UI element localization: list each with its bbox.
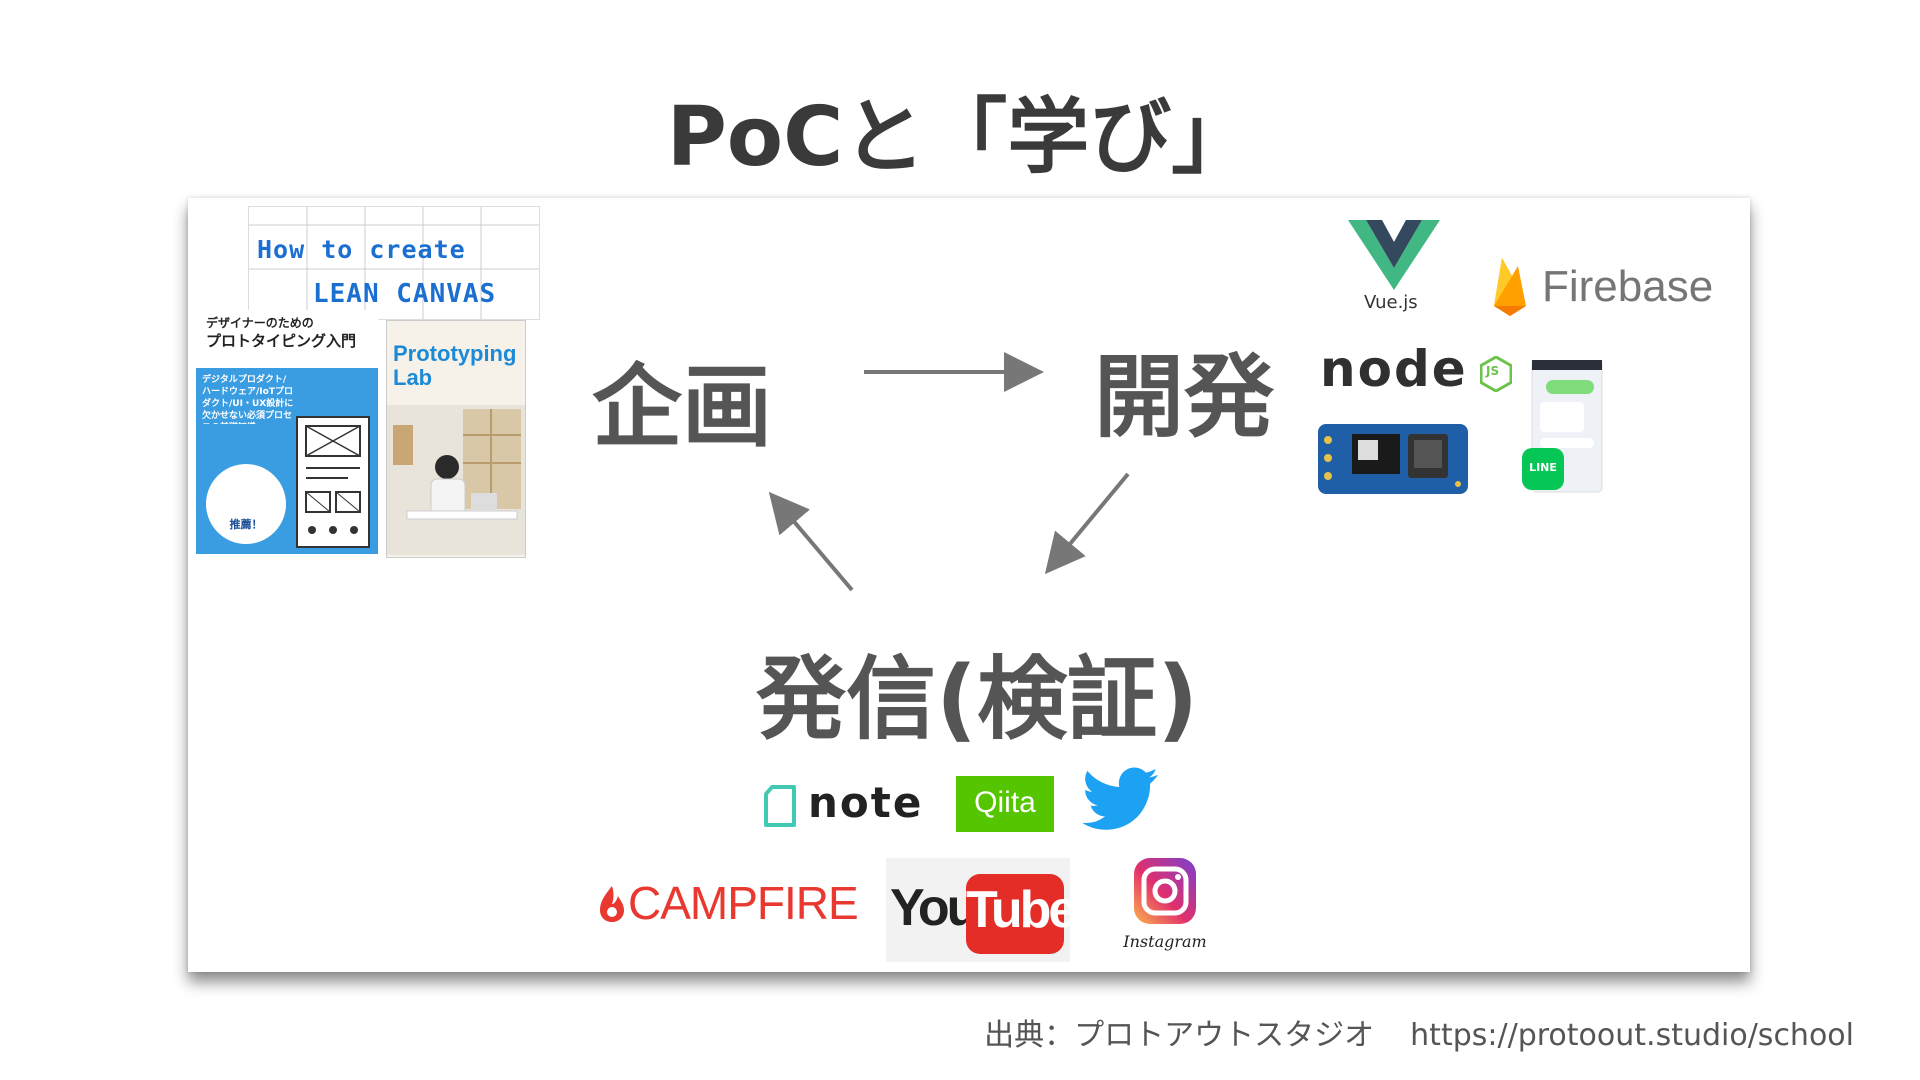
instagram-label: Instagram	[1122, 932, 1208, 951]
firebase-label: Firebase	[1542, 262, 1713, 312]
designer-book-subtitle: デジタルプロダクト/ハードウェア/IoTプロダクト/UI・UX設計に欠かせない必…	[202, 374, 294, 424]
lean-canvas-line1: How to create	[257, 235, 466, 264]
cycle-publish-label: 発信(検証)	[756, 626, 1198, 756]
node-label: node	[1320, 340, 1468, 398]
designer-prototyping-book: デザイナーのための プロトタイピング入門 デジタルプロダクト/ハードウェア/Io…	[196, 310, 378, 554]
note-icon	[762, 784, 798, 828]
prototyping-lab-book: Prototyping Lab	[386, 320, 526, 558]
instagram-camera-icon	[1132, 856, 1198, 926]
campfire-label: CAMPFIRE	[628, 876, 858, 930]
youtube-you-label: You	[890, 878, 975, 938]
youtube-tube-box: Tube	[966, 874, 1064, 954]
campfire-logo: CAMPFIRE	[598, 874, 848, 930]
footer-source: 出典：プロトアウトスタジオ	[984, 1018, 1374, 1053]
note-logo: note	[762, 780, 932, 830]
designer-book-badge: 推薦！	[206, 464, 286, 544]
designer-book-title2: プロトタイピング入門	[206, 330, 356, 351]
twitter-bird-icon	[1082, 766, 1158, 832]
note-label: note	[808, 778, 923, 827]
line-bot-phone-image: LINE	[1522, 360, 1604, 494]
content-card: How to create LEAN CANVAS デザイナーのための プロトタ…	[188, 198, 1750, 972]
youtube-logo: You Tube	[886, 858, 1070, 962]
footer-credit: 出典：プロトアウトスタジオ https://protoout.studio/sch…	[984, 1010, 1854, 1054]
twitter-logo	[1082, 766, 1158, 832]
nodejs-logo: node JS	[1320, 344, 1520, 400]
arrow-develop-to-publish	[1050, 474, 1128, 568]
line-label: LINE	[1522, 461, 1564, 474]
slide-title: PoCと「学び」	[0, 70, 1920, 189]
line-app-icon: LINE	[1522, 448, 1564, 490]
firebase-flame-icon	[1490, 258, 1530, 318]
proto-lab-title2: Lab	[393, 365, 432, 391]
lean-canvas-book: How to create LEAN CANVAS	[248, 206, 540, 320]
iot-board-image	[1318, 420, 1468, 496]
lean-canvas-line2: LEAN CANVAS	[313, 279, 496, 309]
wireframe-icon	[298, 418, 368, 546]
arrow-publish-to-plan	[774, 498, 852, 590]
campfire-flame-icon	[598, 884, 626, 924]
js-label: JS	[1486, 364, 1499, 378]
designer-book-title1: デザイナーのための	[206, 314, 314, 331]
circuit-board-icon	[1318, 420, 1468, 496]
youtube-tube-label: Tube	[966, 880, 1064, 940]
designer-book-wireframe	[296, 416, 370, 548]
designer-book-cover-blue: デジタルプロダクト/ハードウェア/IoTプロダクト/UI・UX設計に欠かせない必…	[196, 368, 378, 554]
vue-icon	[1348, 220, 1440, 290]
qiita-logo: Qiita	[956, 776, 1054, 832]
cycle-plan-label: 企画	[592, 334, 772, 464]
proto-lab-photo	[387, 405, 525, 555]
footer-url: https://protoout.studio/school	[1410, 1018, 1854, 1053]
qiita-label: Qiita	[956, 786, 1054, 820]
cycle-develop-label: 開発	[1094, 324, 1274, 454]
vuejs-logo: Vue.js	[1348, 220, 1440, 312]
instagram-logo: Instagram	[1122, 856, 1208, 966]
firebase-logo: Firebase	[1490, 258, 1730, 318]
designer-book-badge-text: 推薦！	[206, 516, 286, 532]
vue-label: Vue.js	[1364, 292, 1418, 313]
proto-lab-title1: Prototyping	[393, 341, 516, 367]
